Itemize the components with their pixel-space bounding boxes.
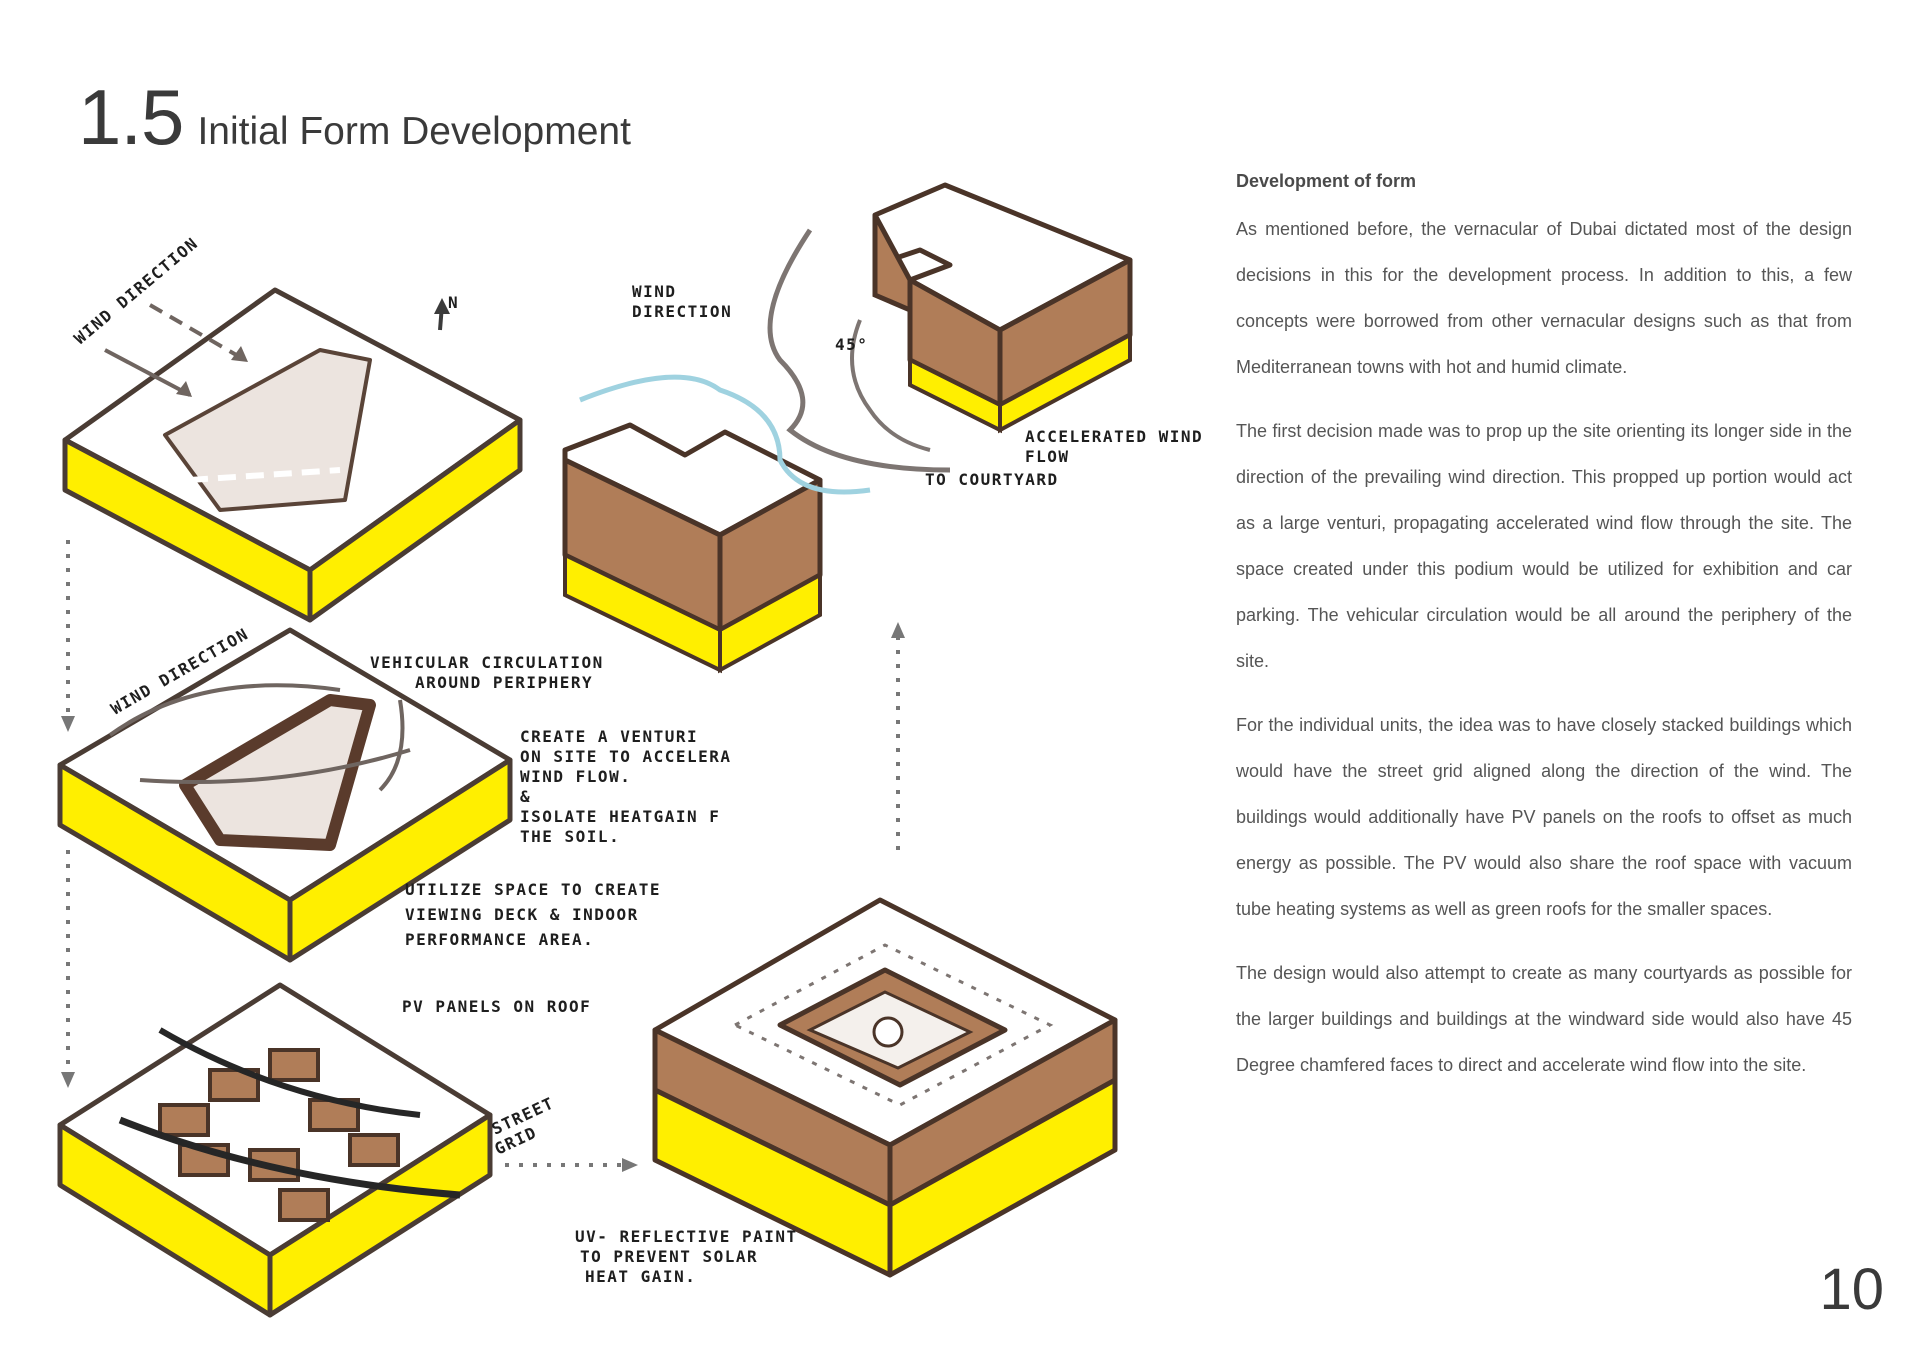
uv-paint-label-2: TO PREVENT SOLAR [580, 1247, 758, 1266]
wind-direction-label-3b: DIRECTION [632, 302, 732, 321]
utilize-label-2: VIEWING DECK & INDOOR [405, 905, 639, 924]
wind-direction-label-1: WIND DIRECTION [70, 233, 202, 348]
section-heading: 1.5 Initial Form Development [78, 72, 631, 163]
venturi-label-6: THE SOIL. [520, 827, 620, 846]
venturi-label-4: & [520, 787, 531, 806]
description-paragraph: The design would also attempt to create … [1236, 963, 1852, 1075]
vehicular-label-1: VEHICULAR CIRCULATION [370, 653, 604, 672]
venturi-label-1: CREATE A VENTURI [520, 727, 698, 746]
form-development-sketches: N WIND DIRECTION [20, 170, 1245, 1340]
utilize-label-1: UTILIZE SPACE TO CREATE [405, 880, 661, 899]
vehicular-label-2: AROUND PERIPHERY [415, 673, 593, 692]
accelerated-flow-label-2: FLOW [1025, 447, 1070, 466]
pv-panels-label: PV PANELS ON ROOF [402, 997, 591, 1016]
unit-blocks [158, 1048, 400, 1222]
description-column: Development of form As mentioned before,… [1236, 168, 1852, 1106]
venturi-label-3: WIND FLOW. [520, 767, 631, 786]
to-courtyard-label: TO COURTYARD [925, 470, 1059, 489]
process-arrows [61, 540, 905, 1172]
venturi-label-5: ISOLATE HEATGAIN F [520, 807, 720, 826]
description-heading: Development of form [1236, 171, 1417, 191]
section-title: Initial Form Development [197, 110, 631, 153]
description-paragraph: The first decision made was to prop up t… [1236, 421, 1852, 671]
angle-label: 45° [835, 335, 868, 354]
venturi-label-2: ON SITE TO ACCELERA [520, 747, 732, 766]
page-number: 10 [1819, 1257, 1884, 1322]
uv-paint-label-1: UV- REFLECTIVE PAINT [575, 1227, 798, 1246]
sketch-canvas: N WIND DIRECTION [57, 182, 1203, 1318]
courtyard-block [652, 897, 1118, 1278]
wind-direction-label-3a: WIND [632, 282, 677, 301]
description-paragraph: As mentioned before, the vernacular of D… [1236, 219, 1852, 377]
section-number: 1.5 [78, 73, 184, 161]
uv-paint-label-3: HEAT GAIN. [585, 1267, 696, 1286]
utilize-label-3: PERFORMANCE AREA. [405, 930, 594, 949]
accelerated-flow-label-1: ACCELERATED WIND [1025, 427, 1203, 446]
annotations: VEHICULAR CIRCULATION AROUND PERIPHERY C… [370, 653, 798, 1286]
site-block-3 [57, 982, 493, 1318]
description-paragraph: For the individual units, the idea was t… [1236, 715, 1852, 919]
chamfered-blocks: 45° WIND DIRECTION ACCELERATED WIND FLOW… [562, 182, 1203, 674]
north-label: N [448, 293, 459, 312]
site-block-1: N WIND DIRECTION [62, 233, 523, 623]
